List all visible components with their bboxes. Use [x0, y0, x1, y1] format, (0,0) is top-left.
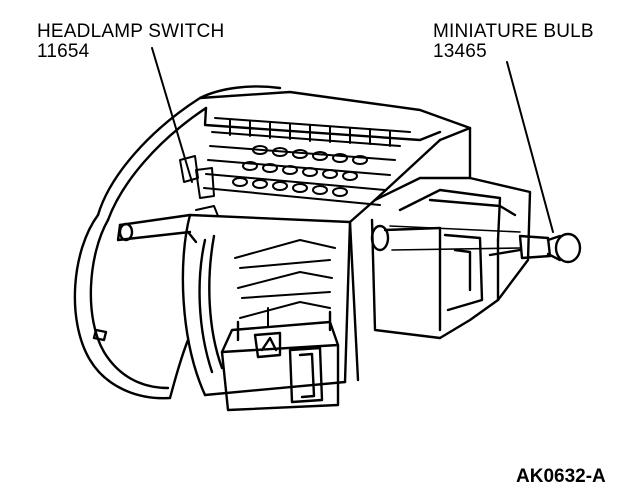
miniature-bulb-icon: [518, 232, 582, 264]
miniature-bulb-callout: MINIATURE BULB 13465: [433, 22, 594, 62]
miniature-bulb-leader-line: [506, 61, 554, 233]
headlamp-switch-callout: HEADLAMP SWITCH 11654: [37, 22, 224, 62]
rear-connector: [370, 126, 532, 340]
front-bezel: [73, 85, 282, 400]
top-vent-grid: [179, 117, 411, 217]
front-ribs: [234, 239, 336, 327]
headlamp-switch-part-number: 11654: [37, 41, 90, 62]
headlamp-switch-leader-line: [151, 47, 193, 183]
switch-housing: [116, 90, 472, 397]
miniature-bulb-name: MINIATURE BULB: [433, 21, 594, 42]
bottom-connector: [220, 310, 340, 412]
miniature-bulb-part-number: 13465: [433, 41, 487, 62]
figure-id: AK0632-A: [516, 466, 606, 487]
headlamp-switch-name: HEADLAMP SWITCH: [37, 21, 225, 42]
